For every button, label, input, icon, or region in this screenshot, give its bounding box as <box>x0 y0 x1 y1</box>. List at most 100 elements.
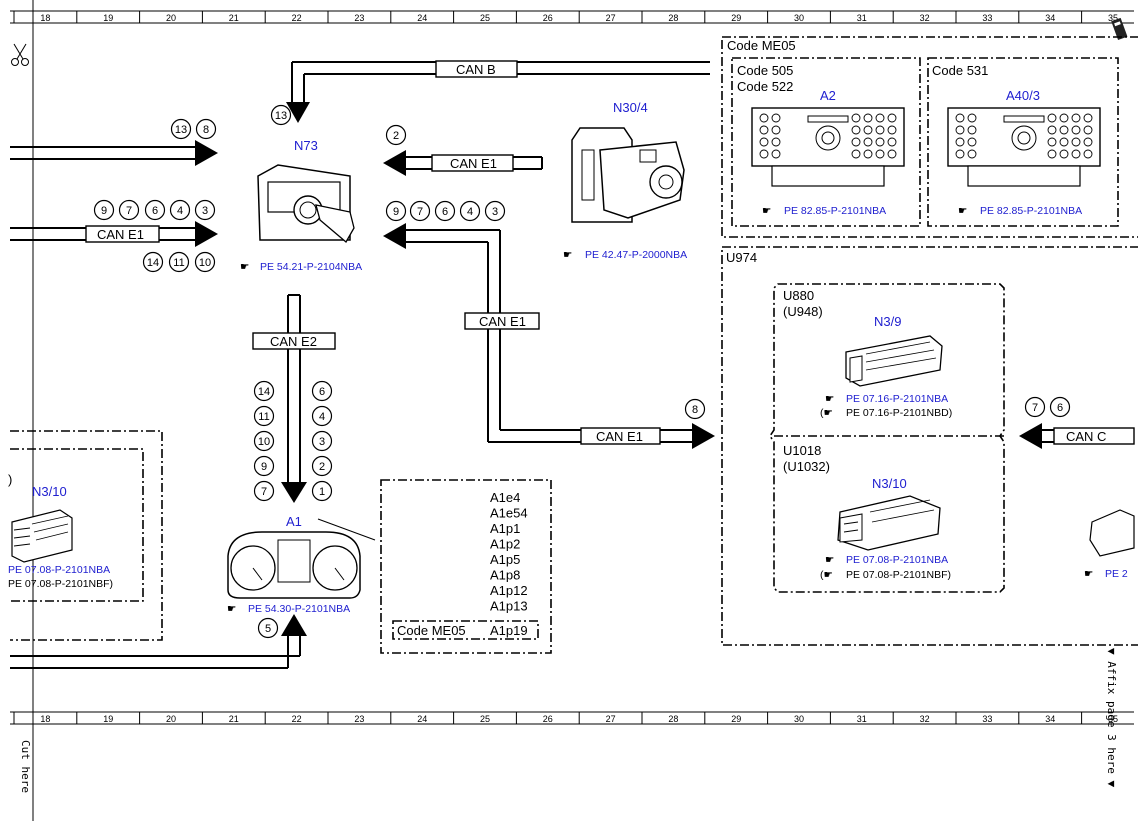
ruler-number: 26 <box>543 13 553 23</box>
radio-button <box>967 149 977 159</box>
code-505-label: Code 505 <box>737 63 793 78</box>
left-cropped-group: ) N3/10 PE 07.08-P-2101NBA PE 07.08-P-21… <box>8 430 163 641</box>
n3-10-left-ref2: PE 07.08-P-2101NBF) <box>8 578 113 590</box>
radio-button <box>759 137 769 147</box>
svg-text:9: 9 <box>393 206 399 218</box>
svg-text:14: 14 <box>258 386 270 398</box>
radio-button <box>851 137 861 147</box>
svg-text:14: 14 <box>147 257 159 269</box>
radio-button <box>1083 149 1093 159</box>
radio-button <box>955 125 965 135</box>
radio-a40-3-illustration <box>947 107 1101 187</box>
arrow-bottom-left-to-a1 <box>10 614 307 669</box>
book-icon: ☛ <box>563 249 572 261</box>
can-b-label: CAN B <box>456 62 496 77</box>
radio-button <box>955 149 965 159</box>
svg-text:8: 8 <box>203 124 209 136</box>
right-edge-ref: PE 2 <box>1105 568 1128 580</box>
svg-text:5: 5 <box>265 623 271 635</box>
svg-text:7: 7 <box>126 205 132 217</box>
ruler-number: 33 <box>982 13 992 23</box>
circle-marker: 5 <box>257 617 279 639</box>
ruler-number: 34 <box>1045 714 1055 724</box>
radio-button <box>1071 137 1081 147</box>
n30-4-label: N30/4 <box>613 100 648 115</box>
n73-label: N73 <box>294 138 318 153</box>
circle-marker: 7 <box>1024 396 1046 418</box>
ruler-number: 30 <box>794 714 804 724</box>
code-522-label: Code 522 <box>737 79 793 94</box>
ruler-number: 20 <box>166 13 176 23</box>
a1-list-item: A1p13 <box>490 599 528 614</box>
a2-label: A2 <box>820 88 836 103</box>
can-e1-top-bus: CAN E1 <box>383 150 543 176</box>
can-e1-mid-bus: CAN E1 CAN E1 <box>383 223 715 449</box>
radio-button <box>863 137 873 147</box>
circle-marker: 11 <box>168 251 190 273</box>
radio-button <box>875 113 885 123</box>
n3-9-ref1: PE 07.16-P-2101NBA <box>846 393 948 405</box>
ruler-number: 19 <box>103 714 113 724</box>
circle-marker: 13 <box>170 118 192 140</box>
ruler-number: 19 <box>103 13 113 23</box>
n3-9-label: N3/9 <box>874 314 901 329</box>
n73-ref: PE 54.21-P-2104NBA <box>260 261 362 273</box>
book-icon: ☛ <box>825 554 834 566</box>
a1-label: A1 <box>286 514 302 529</box>
circle-marker: 1 <box>311 480 333 502</box>
radio-button <box>967 137 977 147</box>
radio-button <box>887 137 897 147</box>
a1-list-item: A1p5 <box>490 552 520 567</box>
ruler-number: 32 <box>920 13 930 23</box>
ruler-number: 31 <box>857 13 867 23</box>
svg-text:10: 10 <box>199 257 211 269</box>
circle-marker: 2 <box>311 455 333 477</box>
left-paren: ) <box>8 472 12 487</box>
circle-marker: 8 <box>684 398 706 420</box>
radio-button <box>851 113 861 123</box>
svg-text:7: 7 <box>261 486 267 498</box>
ruler-number: 35 <box>1108 714 1118 724</box>
svg-text:1: 1 <box>319 486 325 498</box>
circle-marker: 4 <box>311 405 333 427</box>
can-e1-bottom-label: CAN E1 <box>596 429 643 444</box>
radio-button <box>1071 125 1081 135</box>
ruler-number: 23 <box>354 714 364 724</box>
radio-button <box>887 149 897 159</box>
book-icon: ☛ <box>762 205 771 217</box>
ruler-number: 35 <box>1108 13 1118 23</box>
a1-list-item: A1e4 <box>490 490 520 505</box>
circle-marker: 2 <box>385 124 407 146</box>
svg-text:9: 9 <box>261 461 267 473</box>
book-icon: (☛ <box>820 569 833 581</box>
radio-button <box>1059 149 1069 159</box>
a1-ref: PE 54.30-P-2101NBA <box>248 603 350 615</box>
pencil-icon <box>1111 17 1128 41</box>
ecu-n3-10-illustration <box>837 495 941 551</box>
code-531-label: Code 531 <box>932 63 988 78</box>
ruler-number: 24 <box>417 714 427 724</box>
radio-button <box>759 149 769 159</box>
book-icon: ☛ <box>240 261 249 273</box>
ruler-number: 31 <box>857 714 867 724</box>
radio-button <box>967 113 977 123</box>
ruler-number: 27 <box>606 714 616 724</box>
svg-text:6: 6 <box>319 386 325 398</box>
radio-button <box>1071 113 1081 123</box>
radio-button <box>851 125 861 135</box>
u1032-label: (U1032) <box>783 459 830 474</box>
svg-text:10: 10 <box>258 436 270 448</box>
circle-marker: 9 <box>253 455 275 477</box>
ruler-number: 27 <box>606 13 616 23</box>
circle-marker: 9 <box>385 200 407 222</box>
radio-button <box>759 113 769 123</box>
circle-marker: 10 <box>253 430 275 452</box>
svg-text:3: 3 <box>202 205 208 217</box>
ruler-number: 26 <box>543 714 553 724</box>
book-icon: (☛ <box>820 407 833 419</box>
circle-marker: 11 <box>253 405 275 427</box>
ruler-number: 28 <box>668 714 678 724</box>
radio-button <box>771 149 781 159</box>
